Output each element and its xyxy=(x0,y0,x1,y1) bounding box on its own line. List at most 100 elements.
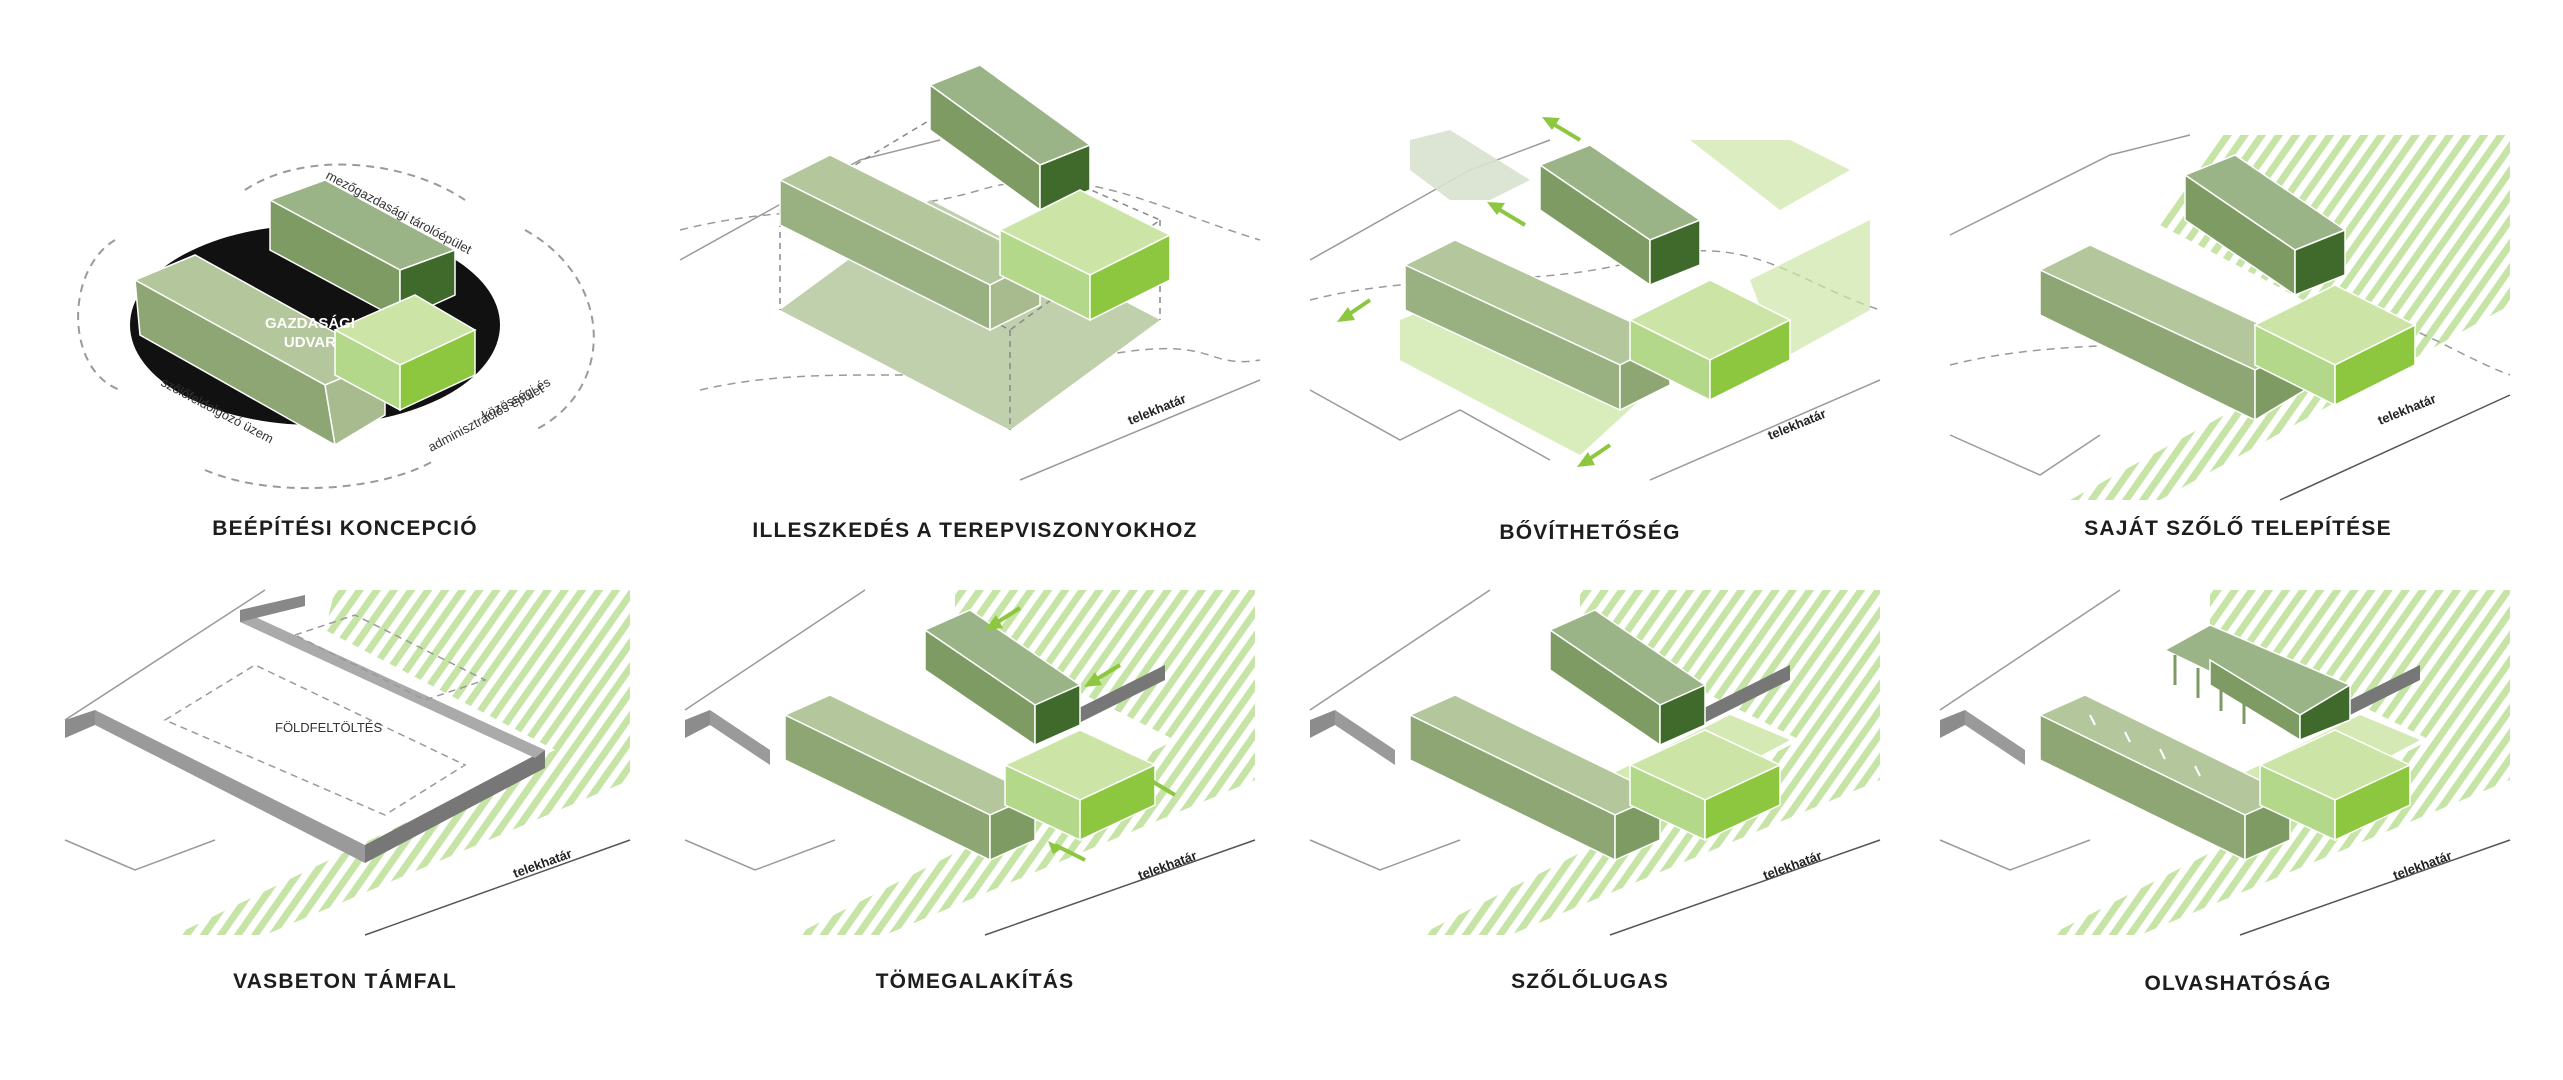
retaining-wall xyxy=(710,710,770,765)
retaining-wall xyxy=(240,610,545,758)
diagram-legibility: telekhatár xyxy=(1939,589,2511,936)
diagram-massing: telekhatár xyxy=(684,589,1256,936)
diagram-building-concept: GAZDASÁGI UDVAR mezőgazdasági tárolóépül… xyxy=(77,163,595,490)
community-building-end xyxy=(399,328,476,412)
storage-building-end xyxy=(1659,683,1706,747)
community-building-end xyxy=(1709,318,1791,402)
site-line xyxy=(2279,394,2511,501)
community-building-end xyxy=(1704,763,1781,842)
circulation-arrow xyxy=(77,239,121,391)
community-building-end xyxy=(1079,763,1156,842)
vineyard xyxy=(2050,590,2510,935)
contour-line xyxy=(699,347,1261,391)
retaining-wall xyxy=(95,710,365,863)
site-line xyxy=(984,839,1256,936)
panel-expandability: telekhatár xyxy=(1309,110,1881,500)
panel-terrain-fit: telekhatár xyxy=(679,60,1261,500)
caption-retaining-wall: VASBETON TÁMFAL xyxy=(233,970,457,993)
massing-arrow-icon xyxy=(1143,776,1177,797)
vineyard xyxy=(795,590,1255,935)
retaining-wall xyxy=(1055,665,1165,735)
boundary-label: telekhatár xyxy=(2391,848,2454,883)
site-line xyxy=(364,839,631,936)
site-line xyxy=(1949,434,2101,476)
courtyard-label-2: UDVAR xyxy=(284,334,336,351)
community-building-end xyxy=(2334,763,2411,842)
diagram-expandability: telekhatár xyxy=(1309,117,1881,481)
storage-building-end xyxy=(1649,218,1701,287)
site-line xyxy=(1019,379,1261,481)
circulation-arrow xyxy=(244,163,466,201)
boundary-label: telekhatár xyxy=(2376,391,2439,428)
site-line xyxy=(684,839,836,871)
expansion-arrow-icon xyxy=(1542,117,1582,142)
diagram-retaining-wall: FÖLDFELTÖLTÉS telekhatár xyxy=(64,589,631,936)
site-line xyxy=(1649,379,1881,481)
expansion-arrow-icon xyxy=(1577,443,1612,467)
panel-own-vineyard: telekhatár xyxy=(1949,134,2511,501)
caption-legibility: OLVASHATÓSÁG xyxy=(2144,972,2332,995)
site-line xyxy=(1939,839,2091,871)
fill-label: FÖLDFELTÖLTÉS xyxy=(275,720,382,735)
site-line xyxy=(1949,134,2191,236)
retaining-wall xyxy=(1940,710,1965,738)
boundary-label: telekhatár xyxy=(1761,848,1824,883)
circulation-arrow xyxy=(204,459,436,490)
site-line xyxy=(1309,389,1551,461)
panel-building-concept: GAZDASÁGI UDVAR mezőgazdasági tárolóépül… xyxy=(55,130,615,500)
massing-arrow-icon xyxy=(1048,841,1086,862)
boundary-label: telekhatár xyxy=(1136,848,1199,883)
massing-arrow-icon xyxy=(1084,663,1122,687)
colonnade xyxy=(2173,655,2246,724)
site-line xyxy=(684,589,866,711)
community-building-end xyxy=(2334,323,2416,407)
expansion-arrow-icon xyxy=(1487,202,1527,227)
retaining-wall xyxy=(1335,710,1395,765)
vineyard xyxy=(175,590,630,935)
fill-area xyxy=(293,614,487,701)
fill-area xyxy=(163,664,467,816)
retaining-wall xyxy=(1310,710,1335,738)
expansion-volume xyxy=(1400,300,1640,455)
caption-massing: TÖMEGALAKÍTÁS xyxy=(875,970,1075,993)
expansion-volume xyxy=(1690,140,1850,210)
expansion-volume xyxy=(1410,130,1530,200)
diagram-vine-pergola: telekhatár xyxy=(1309,589,1881,936)
storage-building-end xyxy=(1034,683,1081,747)
panel-retaining-wall: FÖLDFELTÖLTÉS telekhatár xyxy=(64,589,631,936)
site-line xyxy=(64,589,266,721)
vineyard xyxy=(1420,590,1880,935)
storage-building-end xyxy=(2299,683,2351,742)
retaining-wall xyxy=(1680,665,1790,735)
diagram-terrain-fit: telekhatár xyxy=(679,64,1261,481)
site-line xyxy=(64,839,216,871)
site-line xyxy=(1609,839,1881,936)
community-building-end xyxy=(1089,233,1171,322)
contour-line xyxy=(1949,315,2511,376)
diagram-own-vineyard: telekhatár xyxy=(1949,134,2511,501)
circulation-arrow xyxy=(524,229,595,431)
site-line xyxy=(1309,839,1461,871)
site-line xyxy=(1309,589,1491,711)
site-line xyxy=(1939,589,2121,711)
expansion-arrow-icon xyxy=(1337,298,1372,322)
caption-terrain-fit: ILLESZKEDÉS A TEREPVISZONYOKHOZ xyxy=(752,519,1198,542)
site-line xyxy=(2239,839,2511,936)
retaining-wall xyxy=(1965,710,2025,765)
caption-own-vineyard: SAJÁT SZŐLŐ TELEPÍTÉSE xyxy=(2084,517,2392,540)
retaining-wall xyxy=(240,595,305,622)
caption-building-concept: BEÉPÍTÉSI KONCEPCIÓ xyxy=(212,517,478,540)
retaining-wall xyxy=(65,710,95,738)
courtyard-label-1: GAZDASÁGI xyxy=(265,315,355,332)
storage-building-end xyxy=(2294,228,2346,297)
retaining-wall xyxy=(685,710,710,738)
caption-expandability: BŐVÍTHETŐSÉG xyxy=(1499,521,1681,544)
vineyard xyxy=(2070,135,2510,500)
panel-massing: telekhatár xyxy=(684,589,1256,936)
boundary-label: telekhatár xyxy=(1766,406,1829,443)
massing-arrow-icon xyxy=(985,606,1022,630)
panel-legibility: telekhatár xyxy=(1939,589,2511,936)
site-line xyxy=(679,139,941,261)
caption-vine-pergola: SZŐLŐLUGAS xyxy=(1511,970,1669,993)
roof-windows xyxy=(2089,714,2201,777)
